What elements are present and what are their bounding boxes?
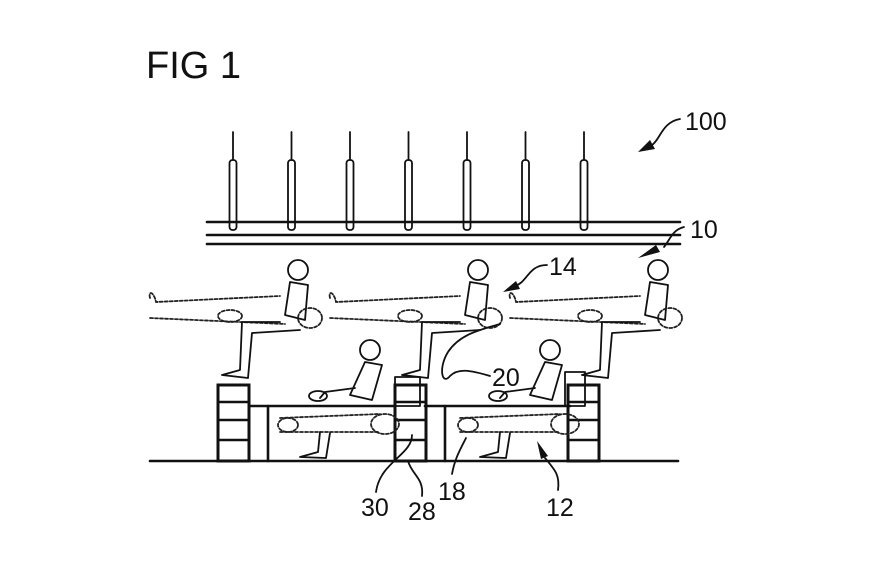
backrest-right [564,371,586,407]
hanger-tube [462,159,472,231]
hanger-group [228,131,589,231]
hanger-tube [287,159,296,231]
arrowhead-12 [537,441,548,459]
hanger [404,131,413,231]
passenger-torso [284,281,309,321]
passenger-torso [464,281,489,321]
passenger-head [539,339,561,361]
leader-12 [544,457,560,491]
passenger-torso [644,281,669,321]
upper-passenger-group [148,259,683,379]
passenger-head [647,259,669,281]
upper-passenger [328,259,503,379]
hanger [345,131,355,231]
bent-leg [581,321,661,379]
hanger [579,131,589,231]
hanger-tube [345,159,355,231]
passenger-hand [397,309,423,323]
label-30: 30 [361,494,389,522]
lying-body-outline [279,413,381,433]
passenger-torso [529,361,563,401]
extended-leg-outline [328,292,466,325]
hanger [287,131,296,231]
upper-passenger [508,259,683,379]
lying-body-outline [459,413,561,433]
lying-hip [550,413,580,435]
arrowhead-14 [503,281,520,292]
passenger-head [359,339,381,361]
label-18: 18 [438,478,466,506]
ceiling-structure [205,131,682,246]
bent-leg [221,321,301,379]
lower-leg [299,431,331,459]
passenger-head [287,259,309,281]
seat-block-frame [566,383,601,463]
leader-30 [375,434,413,493]
hanger-tube [228,159,238,231]
hanger [228,131,238,231]
leader-10 [663,226,685,248]
seat-block-frame [216,383,251,463]
hanger-tube [579,159,589,231]
lower-leg [479,431,511,459]
extended-leg-outline [508,292,646,325]
label-20: 20 [492,364,520,392]
passenger-hand [577,309,603,323]
label-12: 12 [546,494,574,522]
arrowhead-100 [638,140,655,152]
figure-title: FIG 1 [146,45,241,87]
leader-14 [514,264,548,287]
lower-seat-structure [248,371,586,463]
upper-passenger [148,259,323,379]
lower-passenger-group [277,339,580,459]
passenger-hand [308,390,328,402]
leader-100 [651,118,681,146]
passenger-hand [217,309,243,323]
extended-leg-outline [148,292,286,325]
lying-head [277,417,299,433]
lower-passenger [457,339,580,459]
leader-18 [451,437,467,475]
leader-28 [407,460,424,497]
hanger [521,131,530,231]
label-28: 28 [408,498,436,526]
label-100: 100 [685,108,727,136]
seat-block-group [216,383,601,463]
passenger-hand [488,390,508,402]
passenger-hip [477,307,503,329]
hanger-tube [521,159,530,231]
passenger-head [467,259,489,281]
reference-annotations: 100 10 14 20 30 28 18 12 [361,108,727,526]
arrowhead-10 [638,245,660,258]
seat-block [216,383,251,463]
bent-leg [401,321,481,379]
lying-head [457,417,479,433]
leader-20 [441,323,501,380]
hanger-tube [404,159,413,231]
label-14: 14 [549,253,577,281]
passenger-hip [297,307,323,329]
passenger-torso [349,361,383,401]
backrest-middle [394,376,421,407]
lower-passenger [277,339,400,459]
seat-block [566,383,601,463]
hanger [462,131,472,231]
passenger-hip [657,307,683,329]
lying-hip [370,413,400,435]
label-10: 10 [690,216,718,244]
